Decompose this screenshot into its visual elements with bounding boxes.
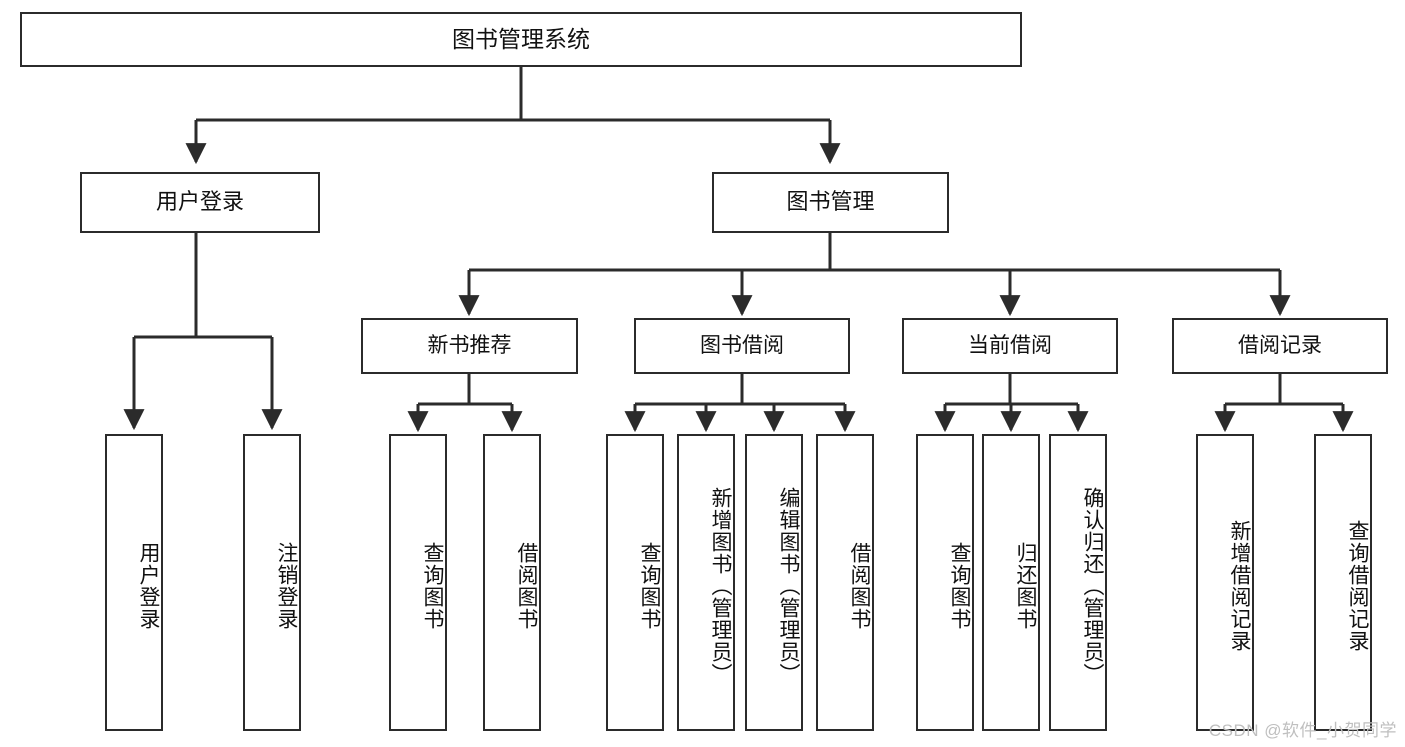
node-leaf-add-book-admin[interactable]: 新增图书（管理员） [677,434,735,731]
node-borrow-record[interactable]: 借阅记录 [1172,318,1388,374]
node-leaf-edit-book-admin-label: 编辑图书（管理员） [777,486,800,685]
node-leaf-query-book-3[interactable]: 查询图书 [916,434,974,731]
node-user-login[interactable]: 用户登录 [80,172,320,233]
node-new-book-recommend[interactable]: 新书推荐 [361,318,578,374]
node-book-borrow-label: 图书借阅 [700,333,784,357]
node-borrow-record-label: 借阅记录 [1238,333,1322,357]
node-leaf-query-book-2[interactable]: 查询图书 [606,434,664,731]
node-leaf-confirm-return-admin-label: 确认归还（管理员） [1081,486,1104,685]
node-book-manage-label: 图书管理 [786,189,875,215]
node-root[interactable]: 图书管理系统 [20,12,1022,67]
node-leaf-add-borrow-record-label: 新增借阅记录 [1228,519,1251,652]
node-user-login-label: 用户登录 [155,189,244,215]
node-leaf-add-borrow-record[interactable]: 新增借阅记录 [1196,434,1254,731]
node-leaf-user-login-label: 用户登录 [137,541,160,630]
node-leaf-add-book-admin-label: 新增图书（管理员） [709,486,732,685]
watermark-text: CSDN @软件_小贺同学 [1208,721,1397,740]
node-leaf-logout-login[interactable]: 注销登录 [243,434,301,731]
node-new-book-recommend-label: 新书推荐 [427,333,512,357]
node-leaf-query-book-2-label: 查询图书 [638,541,661,630]
node-current-borrow-label: 当前借阅 [968,333,1052,357]
node-book-manage[interactable]: 图书管理 [712,172,949,233]
node-leaf-borrow-book-1[interactable]: 借阅图书 [483,434,541,731]
node-leaf-edit-book-admin[interactable]: 编辑图书（管理员） [745,434,803,731]
node-leaf-query-borrow-record[interactable]: 查询借阅记录 [1314,434,1372,731]
node-leaf-query-book-3-label: 查询图书 [948,541,971,630]
node-leaf-borrow-book-2-label: 借阅图书 [848,541,871,630]
node-book-borrow[interactable]: 图书借阅 [634,318,850,374]
node-leaf-user-login[interactable]: 用户登录 [105,434,163,731]
node-leaf-query-borrow-record-label: 查询借阅记录 [1346,519,1369,652]
node-leaf-query-book-1-label: 查询图书 [421,541,444,630]
node-leaf-query-book-1[interactable]: 查询图书 [389,434,447,731]
node-leaf-borrow-book-2[interactable]: 借阅图书 [816,434,874,731]
node-leaf-confirm-return-admin[interactable]: 确认归还（管理员） [1049,434,1107,731]
node-root-label: 图书管理系统 [452,25,590,52]
node-leaf-borrow-book-1-label: 借阅图书 [515,541,538,630]
node-leaf-return-book-label: 归还图书 [1014,541,1037,630]
node-leaf-logout-login-label: 注销登录 [275,541,298,630]
node-current-borrow[interactable]: 当前借阅 [902,318,1118,374]
node-leaf-return-book[interactable]: 归还图书 [982,434,1040,731]
